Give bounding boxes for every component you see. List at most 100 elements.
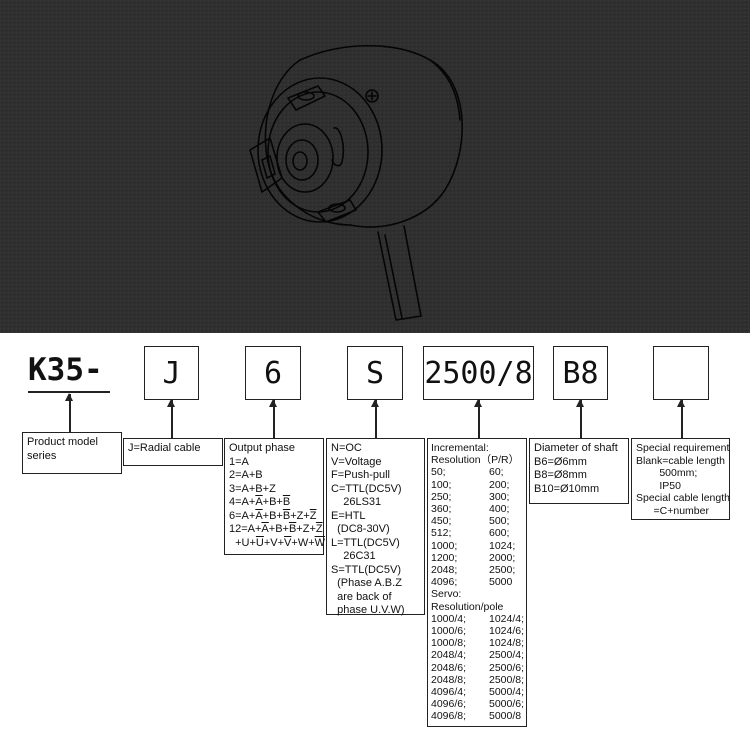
product-photo-panel bbox=[0, 0, 750, 333]
resolution-value: 2048/6; bbox=[431, 661, 467, 674]
phase-line-4: 4=A+A+B+B bbox=[229, 496, 291, 508]
resolution-value: 1200; bbox=[431, 551, 458, 564]
resolution-value: 5000/4; bbox=[489, 686, 525, 699]
box-line: L=TTL(DC5V) bbox=[331, 536, 400, 549]
box-line: 26LS31 bbox=[331, 496, 382, 508]
box-cable: J=Radial cable bbox=[123, 438, 223, 466]
resolution-value: 1000; bbox=[431, 539, 458, 552]
box-line: B6=Ø6mm bbox=[534, 455, 587, 468]
code-special bbox=[653, 346, 709, 400]
resolution-value: 5000 bbox=[489, 576, 513, 589]
code-output-phase: 6 bbox=[245, 346, 301, 400]
resolution-value: 1024/4; bbox=[489, 612, 525, 625]
box-line: 3=A+B+Z bbox=[229, 482, 276, 495]
box-shaft: Diameter of shaft B6=Ø6mm B8=Ø8mm B10=Ø1… bbox=[529, 438, 629, 504]
phase-line-12-cont: +U+U+V+V+W+W bbox=[229, 536, 326, 549]
box-resolution: Incremental: Resolution（P/R） 50;60;100;2… bbox=[427, 438, 527, 727]
box-line: series bbox=[27, 449, 57, 462]
resolution-value: 400; bbox=[489, 503, 510, 516]
box-line: Special requirement bbox=[636, 442, 730, 454]
arrow-shaft bbox=[577, 399, 583, 438]
res-head-incremental: Incremental: bbox=[431, 442, 489, 454]
res-head-pole: Resolution/pole bbox=[431, 600, 504, 613]
resolution-value: 1024/6; bbox=[489, 625, 525, 638]
box-line: Blank=cable length bbox=[636, 454, 726, 467]
box-line: 2=A+B bbox=[229, 469, 263, 481]
resolution-value: 4096/4; bbox=[431, 686, 467, 699]
box-line: V=Voltage bbox=[331, 455, 382, 468]
res-head-servo: Servo: bbox=[431, 588, 462, 601]
box-output-phase: Output phase 1=A 2=A+B 3=A+B+Z 4=A+A+B+B… bbox=[224, 438, 326, 555]
resolution-value: 2500/8; bbox=[489, 673, 525, 686]
box-special: Special requirement Blank=cable length 5… bbox=[631, 438, 730, 520]
resolution-value: 200; bbox=[489, 478, 510, 491]
box-line: IP50 bbox=[636, 479, 681, 492]
box-line: Product model bbox=[27, 436, 98, 448]
resolution-value: 50; bbox=[431, 466, 446, 479]
box-line: E=HTL bbox=[331, 509, 366, 522]
resolution-value: 2500/4; bbox=[489, 649, 525, 662]
code-resolution: 2500/8 bbox=[423, 346, 534, 400]
box-line: N=OC bbox=[331, 442, 362, 454]
resolution-value: 2048/8; bbox=[431, 673, 467, 686]
resolution-value: 1000/6; bbox=[431, 625, 467, 638]
arrow-voltage bbox=[372, 399, 378, 438]
box-line: phase U.V.W) bbox=[331, 604, 405, 616]
resolution-value: 1000/4; bbox=[431, 612, 467, 625]
resolution-value: 1000/8; bbox=[431, 637, 467, 650]
arrow-output bbox=[270, 399, 276, 438]
arrow-resolution bbox=[475, 399, 481, 438]
box-line: Special cable length bbox=[636, 492, 730, 504]
resolution-value: 250; bbox=[431, 490, 452, 503]
resolution-value: 5000/8 bbox=[489, 710, 522, 723]
code-shaft: B8 bbox=[553, 346, 608, 400]
box-line: =C+number bbox=[636, 504, 709, 517]
box-line: 1=A bbox=[229, 455, 249, 468]
box-line: (Phase A.B.Z bbox=[331, 577, 402, 589]
resolution-value: 1024; bbox=[489, 539, 516, 552]
prefix-underline bbox=[28, 391, 110, 393]
box-line: B10=Ø10mm bbox=[534, 482, 600, 495]
resolution-value: 512; bbox=[431, 527, 452, 540]
box-line: 500mm; bbox=[636, 467, 698, 479]
resolution-value: 2048/4; bbox=[431, 649, 467, 662]
box-line: S=TTL(DC5V) bbox=[331, 563, 401, 576]
incremental-list: 50;60;100;200;250;300;360;400;450;500;51… bbox=[431, 466, 523, 588]
box-line: are back of bbox=[331, 590, 392, 603]
phase-line-12: 12=A+A+B+B+Z+Z bbox=[229, 523, 323, 535]
arrow-cable bbox=[168, 399, 174, 438]
code-cable: J bbox=[144, 346, 199, 400]
box-line: B8=Ø8mm bbox=[534, 469, 587, 481]
box-line: Diameter of shaft bbox=[534, 442, 618, 454]
model-prefix: K35- bbox=[28, 352, 103, 388]
resolution-value: 4096/6; bbox=[431, 698, 467, 711]
resolution-value: 600; bbox=[489, 527, 510, 540]
servo-list: 1000/4; 1024/4; 1000/6; 1024/6; 1000/8; 1024/… bbox=[431, 612, 524, 723]
resolution-value: 4096; bbox=[431, 576, 458, 589]
resolution-value: 1024/8; bbox=[489, 637, 525, 650]
resolution-value: 2500; bbox=[489, 564, 516, 577]
resolution-value: 100; bbox=[431, 478, 452, 491]
arrow-product bbox=[66, 393, 72, 432]
resolution-value: 450; bbox=[431, 515, 452, 528]
box-title: Output phase bbox=[229, 442, 296, 454]
encoder-drawing bbox=[0, 0, 750, 333]
resolution-value: 360; bbox=[431, 503, 452, 516]
code-voltage: S bbox=[347, 346, 403, 400]
box-line: C=TTL(DC5V) bbox=[331, 482, 402, 495]
resolution-value: 2000; bbox=[489, 551, 516, 564]
resolution-value: 2048; bbox=[431, 564, 458, 577]
box-line: F=Push-pull bbox=[331, 469, 391, 481]
arrow-special bbox=[678, 399, 684, 438]
box-line: J=Radial cable bbox=[128, 442, 201, 454]
res-head-pr: Resolution（P/R） bbox=[431, 454, 520, 467]
box-line: 26C31 bbox=[331, 550, 376, 562]
resolution-value: 5000/6; bbox=[489, 698, 525, 711]
box-voltage: N=OC V=Voltage F=Push-pull C=TTL(DC5V) 2… bbox=[326, 438, 425, 616]
resolution-value: 4096/8; bbox=[431, 710, 467, 723]
box-line: (DC8-30V) bbox=[331, 523, 390, 535]
resolution-value: 60; bbox=[489, 466, 504, 479]
resolution-value: 2500/6; bbox=[489, 661, 525, 674]
phase-line-6: 6=A+A+B+B+Z+Z bbox=[229, 509, 317, 522]
resolution-value: 500; bbox=[489, 515, 510, 528]
